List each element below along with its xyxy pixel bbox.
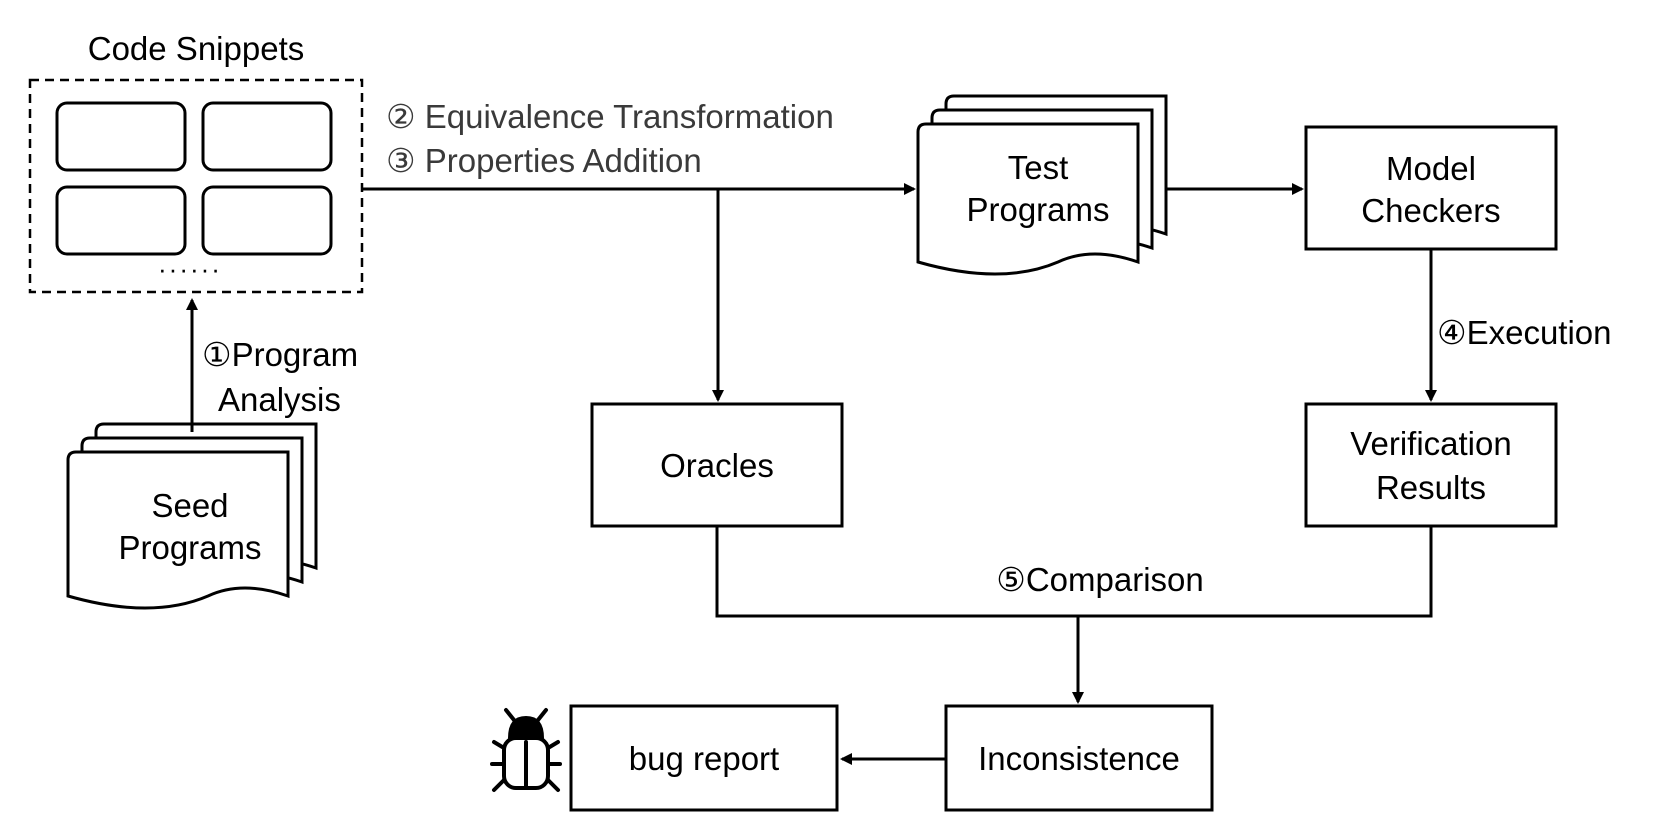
- snippet-box: [201, 185, 333, 256]
- snippet-box: [55, 101, 187, 172]
- step1-label-2: Analysis: [218, 381, 341, 418]
- snippet-box: [55, 185, 187, 256]
- step4-label: ④Execution: [1437, 314, 1612, 351]
- seed-programs-label-1: Seed: [151, 487, 228, 524]
- step2-label: ② Equivalence Transformation: [386, 98, 834, 135]
- bug-icon: [490, 708, 562, 792]
- step3-label: ③ Properties Addition: [386, 142, 702, 179]
- test-programs-docs: Test Programs: [916, 94, 1168, 276]
- model-checkers-label-2: Checkers: [1361, 192, 1500, 229]
- comparison-merge-line: [715, 526, 1433, 618]
- test-programs-label-2: Programs: [966, 191, 1109, 228]
- seed-programs-label-2: Programs: [118, 529, 261, 566]
- oracles-label: Oracles: [660, 447, 774, 484]
- oracles-box: Oracles: [590, 402, 844, 528]
- code-snippets-container: ······: [28, 78, 364, 294]
- seed-programs-docs: Seed Programs: [66, 422, 318, 610]
- verification-results-box: Verification Results: [1304, 402, 1558, 528]
- verification-results-label-1: Verification: [1350, 425, 1511, 462]
- bug-report-label: bug report: [629, 740, 779, 777]
- model-checkers-box: Model Checkers: [1304, 125, 1558, 251]
- code-snippets-title: Code Snippets: [88, 30, 304, 67]
- snippet-box: [201, 101, 333, 172]
- inconsistence-label: Inconsistence: [978, 740, 1180, 777]
- test-programs-label-1: Test: [1008, 149, 1069, 186]
- bug-report-box: bug report: [569, 704, 839, 812]
- step5-label: ⑤Comparison: [996, 561, 1204, 598]
- inconsistence-box: Inconsistence: [944, 704, 1214, 812]
- more-snippets-ellipsis: ······: [158, 254, 222, 284]
- model-checkers-label-1: Model: [1386, 150, 1476, 187]
- step1-label-1: ①Program: [202, 336, 358, 373]
- verification-results-label-2: Results: [1376, 469, 1486, 506]
